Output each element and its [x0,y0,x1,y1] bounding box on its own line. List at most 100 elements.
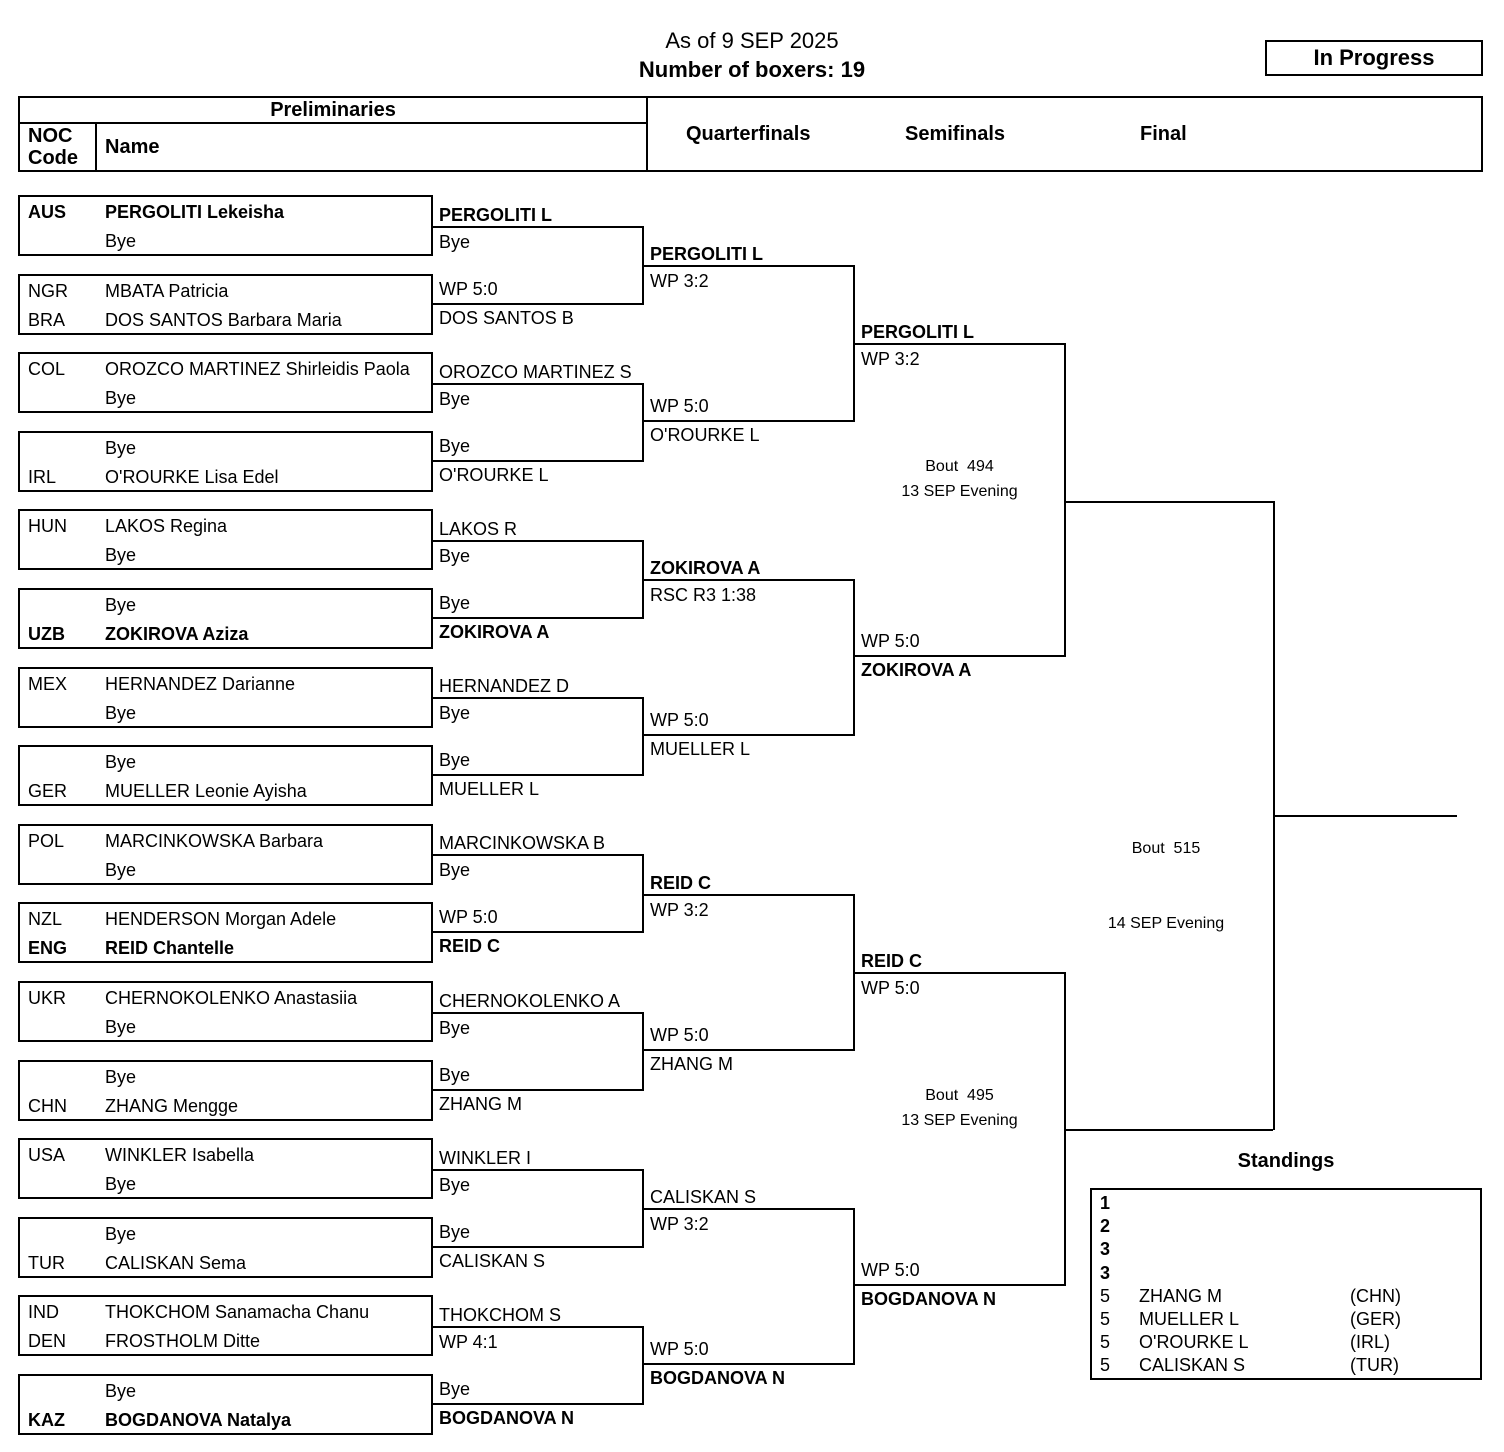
prelim-boxer-name: Bye [105,231,137,251]
result-label: WP 4:1 [439,1332,498,1352]
noc-code-line2: Code [28,147,78,169]
prelim-boxer-name: Bye [105,1174,137,1194]
result-label: Bye [439,1175,471,1195]
prelim-boxer-name: LAKOS Regina [105,516,228,536]
prelim-noc-code: KAZ [28,1410,65,1430]
noc-name-divider [95,124,97,170]
prelim-boxer-name: Bye [105,860,137,880]
prelim-noc-code: AUS [28,202,67,222]
winner-label: OROZCO MARTINEZ S [439,362,632,382]
prelim-boxer-name: MBATA Patricia [105,281,229,301]
result-label: Bye [439,232,471,252]
winner-label: CALISKAN S [439,1251,546,1271]
winner-label: REID C [650,873,712,893]
winner-label: ZHANG M [439,1094,522,1114]
prelim-noc-code: UKR [28,988,67,1008]
prelim-boxer-name: HERNANDEZ Darianne [105,674,296,694]
final-winner-line [1273,815,1457,817]
semifinal-connector [1066,1129,1273,1131]
result-label: WP 3:2 [861,349,920,369]
standings-noc-code: (IRL) [1350,1332,1390,1353]
prelim-row: Bye [20,1222,431,1246]
standings-noc-code: (GER) [1350,1308,1401,1329]
prelim-boxer-name: Bye [105,545,137,565]
prelim-boxer-name: Bye [105,1017,137,1037]
standings-boxer-name: MUELLER L [1139,1308,1240,1329]
standings-row: 3 [1092,1262,1480,1285]
prelim-boxer-name: Bye [105,1224,137,1244]
result-label: Bye [439,860,471,880]
standings-rank: 5 [1100,1332,1111,1353]
winner-label: ZOKIROVA A [861,660,972,680]
prelim-noc-code: DEN [28,1331,67,1351]
name-header: Name [105,136,160,158]
prelim-boxer-name: HENDERSON Morgan Adele [105,909,337,929]
prelim-noc-code: IND [28,1302,59,1322]
result-label: WP 5:0 [439,907,498,927]
result-label: Bye [439,1065,471,1085]
prelim-boxer-name: Bye [105,388,137,408]
prelim-boxer-name: O'ROURKE Lisa Edel [105,467,279,487]
final-bout-number: Bout 515 [1131,840,1201,857]
prelim-row: Bye [20,1015,431,1039]
header-divider-vertical [646,98,648,170]
winner-label: REID C [439,936,501,956]
winner-label: CHERNOKOLENKO A [439,991,621,1011]
prelim-noc-code: NZL [28,909,63,929]
prelim-boxer-name: PERGOLITI Lekeisha [105,202,285,222]
prelim-boxer-name: BOGDANOVA Natalya [105,1410,292,1430]
prelim-boxer-name: REID Chantelle [105,938,235,958]
prelim-boxer-name: FROSTHOLM Ditte [105,1331,261,1351]
bout-schedule: 13 SEP Evening [901,1112,1018,1129]
prelim-noc-code: NGR [28,281,68,301]
prelim-row: Bye [20,543,431,567]
result-label: Bye [439,389,471,409]
standings-title: Standings [1237,1150,1335,1172]
prelim-boxer-name: Bye [105,703,137,723]
winner-label: ZOKIROVA A [650,558,761,578]
standings-noc-code: (TUR) [1350,1355,1399,1376]
result-label: Bye [439,593,471,613]
quarterfinals-header: Quarterfinals [686,123,811,145]
winner-label: O'ROURKE L [650,425,760,445]
prelim-boxer-name: MUELLER Leonie Ayisha [105,781,307,801]
standings-row: 2 [1092,1215,1480,1238]
result-label: WP 3:2 [650,271,709,291]
prelim-noc-code: IRL [28,467,57,487]
winner-label: THOKCHOM S [439,1305,562,1325]
prelim-noc-code: UZB [28,624,65,644]
standings-rank: 3 [1100,1262,1111,1283]
result-label: WP 5:0 [861,978,920,998]
winner-label: ZHANG M [650,1054,733,1074]
prelim-boxer-name: Bye [105,438,137,458]
winner-label: REID C [861,951,923,971]
prelim-boxer-name: CALISKAN Sema [105,1253,247,1273]
final-header: Final [1140,123,1187,145]
standings-row: 1 [1092,1192,1480,1215]
winner-label: PERGOLITI L [650,244,764,264]
winner-label: PERGOLITI L [861,322,975,342]
result-label: WP 5:0 [650,1025,709,1045]
standings-rank: 5 [1100,1285,1111,1306]
result-label: Bye [439,1379,471,1399]
